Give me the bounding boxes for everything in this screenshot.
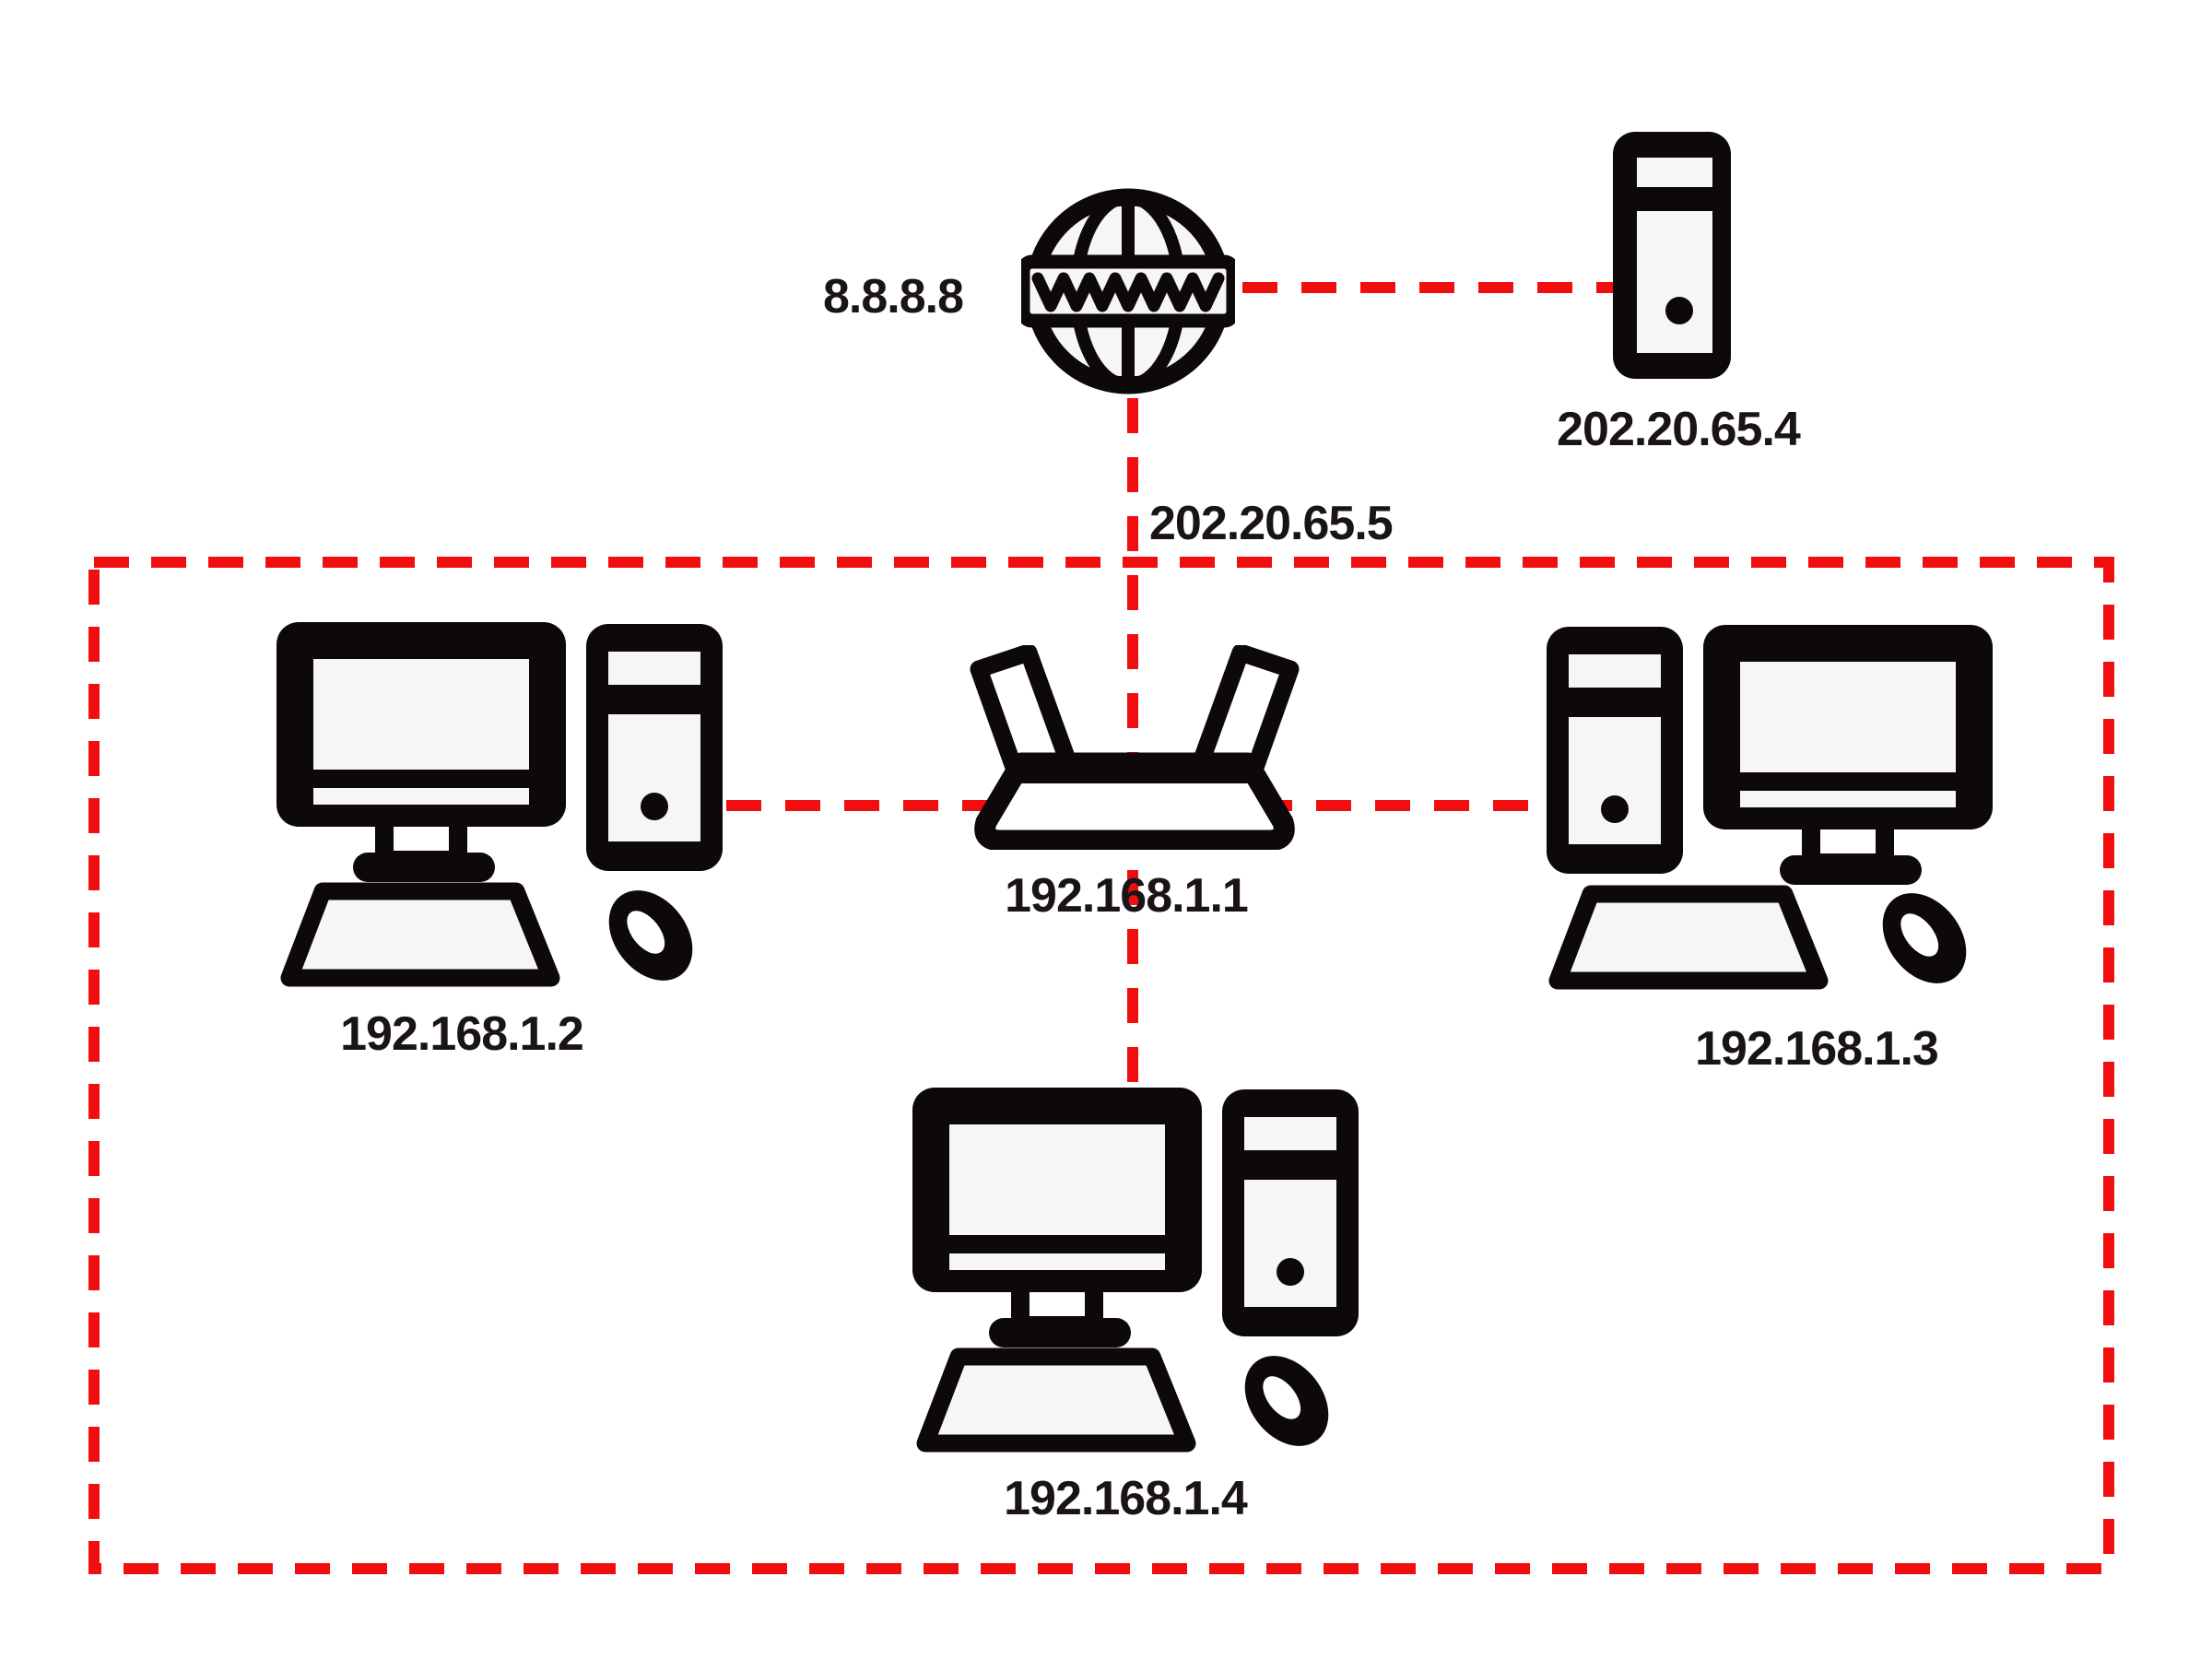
desktop-computer-icon [1545, 625, 1996, 994]
pc-right-node [1545, 625, 1996, 994]
pc-left-ip-label: 192.168.1.2 [340, 1007, 584, 1061]
external-server-node [1611, 130, 1733, 381]
pc-bottom-ip-label: 192.168.1.4 [1004, 1472, 1248, 1525]
pc-left-node [276, 622, 728, 991]
router-node [959, 645, 1311, 850]
desktop-computer-icon [276, 622, 728, 991]
router-wan-ip-label: 202.20.65.5 [1149, 497, 1394, 550]
lan-boundary-border [88, 557, 2114, 1574]
pc-right-ip-label: 192.168.1.3 [1695, 1022, 1939, 1076]
internet-node [1021, 188, 1235, 398]
pc-bottom-node [912, 1088, 1364, 1456]
desktop-computer-icon [912, 1088, 1364, 1456]
router-lan-ip-label: 192.168.1.1 [1005, 869, 1249, 923]
external-server-ip-label: 202.20.65.4 [1557, 403, 1801, 456]
internet-ip-label: 8.8.8.8 [822, 270, 964, 324]
wireless-router-icon [970, 645, 1300, 850]
server-tower-icon [1613, 132, 1731, 379]
globe-www-icon [1021, 188, 1235, 394]
